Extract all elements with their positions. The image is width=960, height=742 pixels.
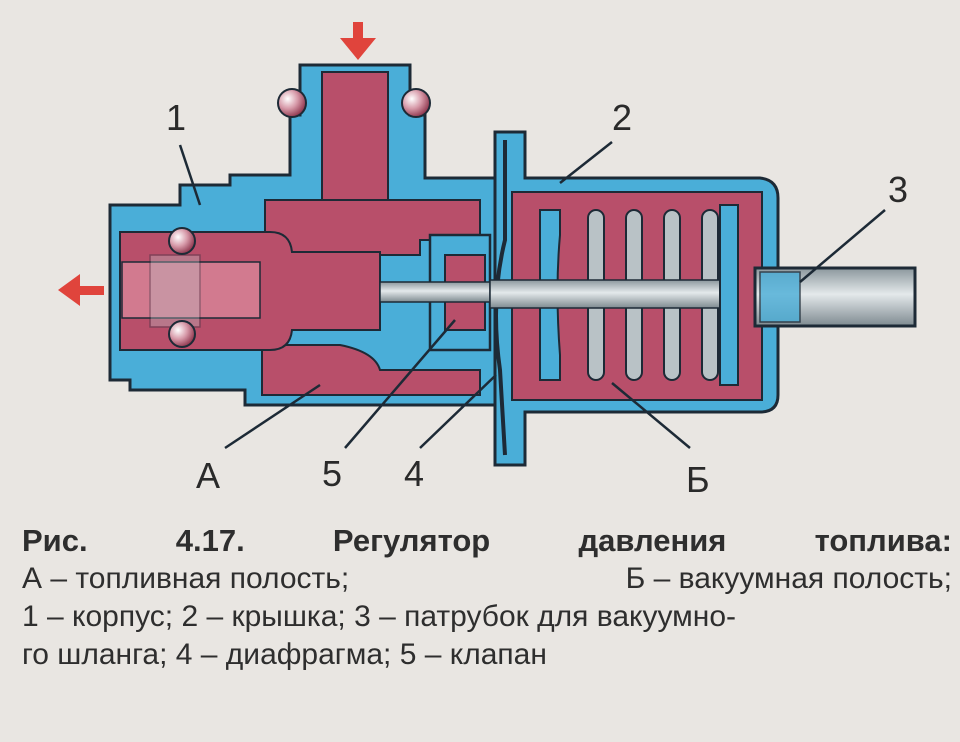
label-3: 3 xyxy=(888,169,908,210)
caption-title-word3: топлива: xyxy=(814,523,952,558)
label-4: 4 xyxy=(404,453,424,494)
o-ring-seals xyxy=(168,88,431,348)
label-b: Б xyxy=(686,459,710,500)
caption-prefix: Рис. xyxy=(22,523,88,558)
caption-line-3: го шланга; 4 – диафрагма; 5 – клапан xyxy=(22,638,547,671)
label-a: А xyxy=(196,455,220,496)
caption-line-1b: Б – вакуумная полость; xyxy=(625,562,952,595)
fuel-outlet-arrow xyxy=(58,274,104,306)
caption-title: Рис. 4.17. Регулятор давления топлива: xyxy=(22,522,952,560)
cover xyxy=(489,130,780,467)
caption-line-2: 1 – корпус; 2 – крышка; 3 – патрубок для… xyxy=(22,600,736,633)
caption-title-word2: давления xyxy=(578,523,727,558)
caption-line-1a: А – топливная полость; xyxy=(22,562,350,595)
caption-title-word1: Регулятор xyxy=(332,523,491,558)
figure-caption: Рис. 4.17. Регулятор давления топлива: А… xyxy=(22,522,952,674)
vacuum-nozzle xyxy=(753,266,917,328)
fuel-inlet-arrow xyxy=(340,22,376,60)
label-1: 1 xyxy=(166,97,186,138)
caption-number: 4.17. xyxy=(175,523,245,558)
leader-lines xyxy=(178,141,886,450)
valve xyxy=(379,233,492,352)
label-5: 5 xyxy=(322,453,342,494)
fuel-pressure-regulator-diagram: 1 2 3 А 5 4 Б xyxy=(58,22,917,500)
caption-line-1: А – топливная полость; Б – вакуумная пол… xyxy=(22,560,952,598)
label-2: 2 xyxy=(612,97,632,138)
